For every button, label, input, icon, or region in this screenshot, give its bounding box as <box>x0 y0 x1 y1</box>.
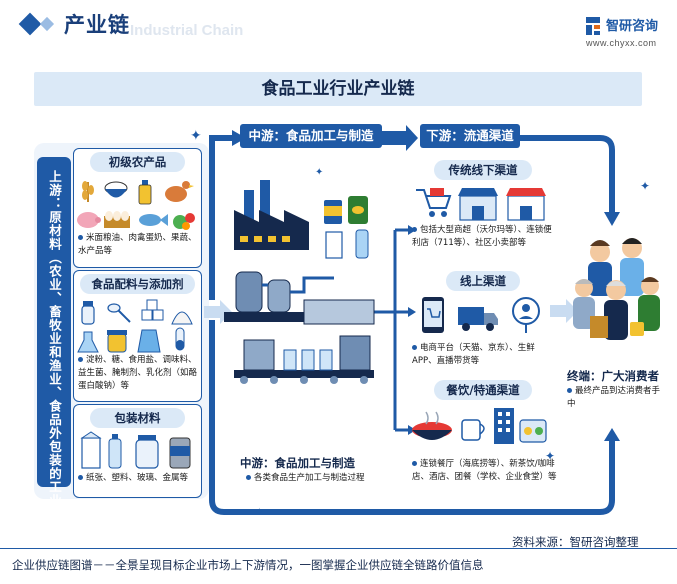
header-ghost-text: Industrial Chain <box>130 22 244 39</box>
svg-text:✦: ✦ <box>545 449 555 463</box>
upstream-label: 上游：原材料（农业、畜牧业和渔业、食品外包装的工业等） <box>47 170 62 535</box>
footer-text: 企业供应链图谱－－全景呈现目标企业市场上下游情况，一图掌握企业供应链全链路价值信… <box>12 558 484 572</box>
svg-text:✦: ✦ <box>640 179 650 193</box>
meal-tray-icon <box>519 419 547 443</box>
upstream-box-title: 初级农产品 <box>90 152 185 172</box>
delivery-truck-icon <box>458 307 498 331</box>
wheat-icon <box>82 181 94 202</box>
factory-illustration <box>224 180 375 384</box>
packaging-icons <box>80 431 191 469</box>
upstream-box-packaging: 包装材料 纸张、塑料、玻璃、金属等 <box>73 404 202 498</box>
water-bottle-icon <box>355 229 369 259</box>
upstream-box-ingredients: 食品配料与添加剂 淀粉、糖、食用盐、调味料、益生菌、腌制剂、乳化剂（如酪蛋白酸钠… <box>73 270 202 402</box>
upstream-box-title: 包装材料 <box>90 408 185 428</box>
smartphone-icon <box>422 297 444 333</box>
terminal-desc: 最终产品到达消费者手中 <box>567 386 661 409</box>
page-title: 产业链 <box>64 13 130 37</box>
rice-bowl-icon <box>104 181 128 198</box>
channel-title-offline: 传统线下渠道 <box>434 160 532 180</box>
live-stream-icon <box>512 297 540 333</box>
terminal-title: 终端：广大消费者 <box>567 369 659 383</box>
fish-icon <box>139 214 168 226</box>
hotel-icon <box>494 408 514 444</box>
logo-icon <box>586 17 600 35</box>
catering-channel-icons <box>412 408 547 444</box>
footer-divider <box>0 548 677 549</box>
midstream-bottom-title: 中游：食品加工与制造 <box>240 456 355 470</box>
svg-text:✦: ✦ <box>255 507 263 518</box>
svg-text:✦: ✦ <box>190 128 202 144</box>
people-group-icon <box>573 238 660 340</box>
chicken-icon <box>165 181 194 202</box>
milk-carton-icon <box>325 231 343 259</box>
carton-icon <box>80 431 102 469</box>
upstream-box-agriculture: 初级农产品 米面粮油、肉禽蛋奶、果蔬、水产品等 <box>73 148 202 268</box>
online-channel-icons <box>422 297 540 333</box>
convenience-store-icon <box>506 188 546 221</box>
factory-icon <box>234 180 309 250</box>
oil-bottle-icon <box>138 180 152 205</box>
channel-desc-offline: 包括大型商超（沃尔玛等）、连锁便利店（711等）、社区小卖部等 <box>412 225 552 248</box>
channel-title-online: 线上渠道 <box>446 271 520 291</box>
upstream-box-desc: 纸张、塑料、玻璃、金属等 <box>74 472 201 485</box>
snack-bag-icon <box>348 196 368 224</box>
downstream-header: 下游：流通渠道 <box>420 124 520 148</box>
glass-jar-icon <box>135 435 159 469</box>
midstream-bottom-desc: 各类食品生产加工与制造过程 <box>246 472 365 485</box>
logo-name: 智研咨询 <box>606 19 659 34</box>
offline-channel-icons <box>416 188 546 221</box>
spoon-icon <box>107 303 131 323</box>
agriculture-icons <box>77 180 195 230</box>
logo-url: www.chyxx.com <box>586 38 657 48</box>
channel-desc-online: 电商平台（天猫、京东）、生鲜APP、直播带货等 <box>412 343 535 366</box>
beaker-icon <box>137 329 161 353</box>
source-note: 资料来源：智研咨询整理 <box>512 535 639 549</box>
processing-tanks-icon <box>224 271 375 325</box>
test-tube-icon <box>175 327 185 351</box>
ingredient-icons <box>77 299 193 353</box>
svg-text:✦: ✦ <box>315 167 323 178</box>
shopping-cart-icon <box>416 188 452 217</box>
flask-icon <box>77 331 99 353</box>
channel-title-catering: 餐饮/特通渠道 <box>434 380 532 400</box>
upstream-box-title: 食品配料与添加剂 <box>80 274 195 294</box>
eggs-icon <box>104 211 130 228</box>
vegetables-icon <box>173 213 195 230</box>
upstream-box-desc: 米面粮油、肉禽蛋奶、果蔬、水产品等 <box>78 233 197 256</box>
sugar-cubes-icon <box>141 299 164 321</box>
consumers-illustration <box>573 238 660 340</box>
plastic-bottle-icon <box>108 434 122 469</box>
upstream-label-bar <box>37 157 71 487</box>
canned-food-icon <box>324 200 342 224</box>
powder-pile-icon <box>171 311 193 325</box>
conveyor-icon <box>234 335 374 384</box>
hotpot-icon <box>412 411 452 440</box>
upstream-box-desc: 淀粉、糖、食用盐、调味料、益生菌、腌制剂、乳化剂（如酪蛋白酸钠）等 <box>78 355 198 391</box>
supermarket-icon <box>458 188 498 221</box>
coffee-cup-icon <box>461 419 485 441</box>
diagram-banner <box>34 72 642 106</box>
channel-desc-catering: 连锁餐厅（海底捞等）、新茶饮/咖啡店、酒店、团餐（学校、企业食堂）等 <box>412 459 557 482</box>
jar-icon <box>107 330 127 353</box>
metal-can-icon <box>169 437 191 469</box>
diagram-title: 食品工业行业产业链 <box>261 79 415 99</box>
pig-icon <box>77 212 101 228</box>
midstream-header: 中游：食品加工与制造 <box>240 124 382 148</box>
salt-shaker-icon <box>81 301 95 325</box>
